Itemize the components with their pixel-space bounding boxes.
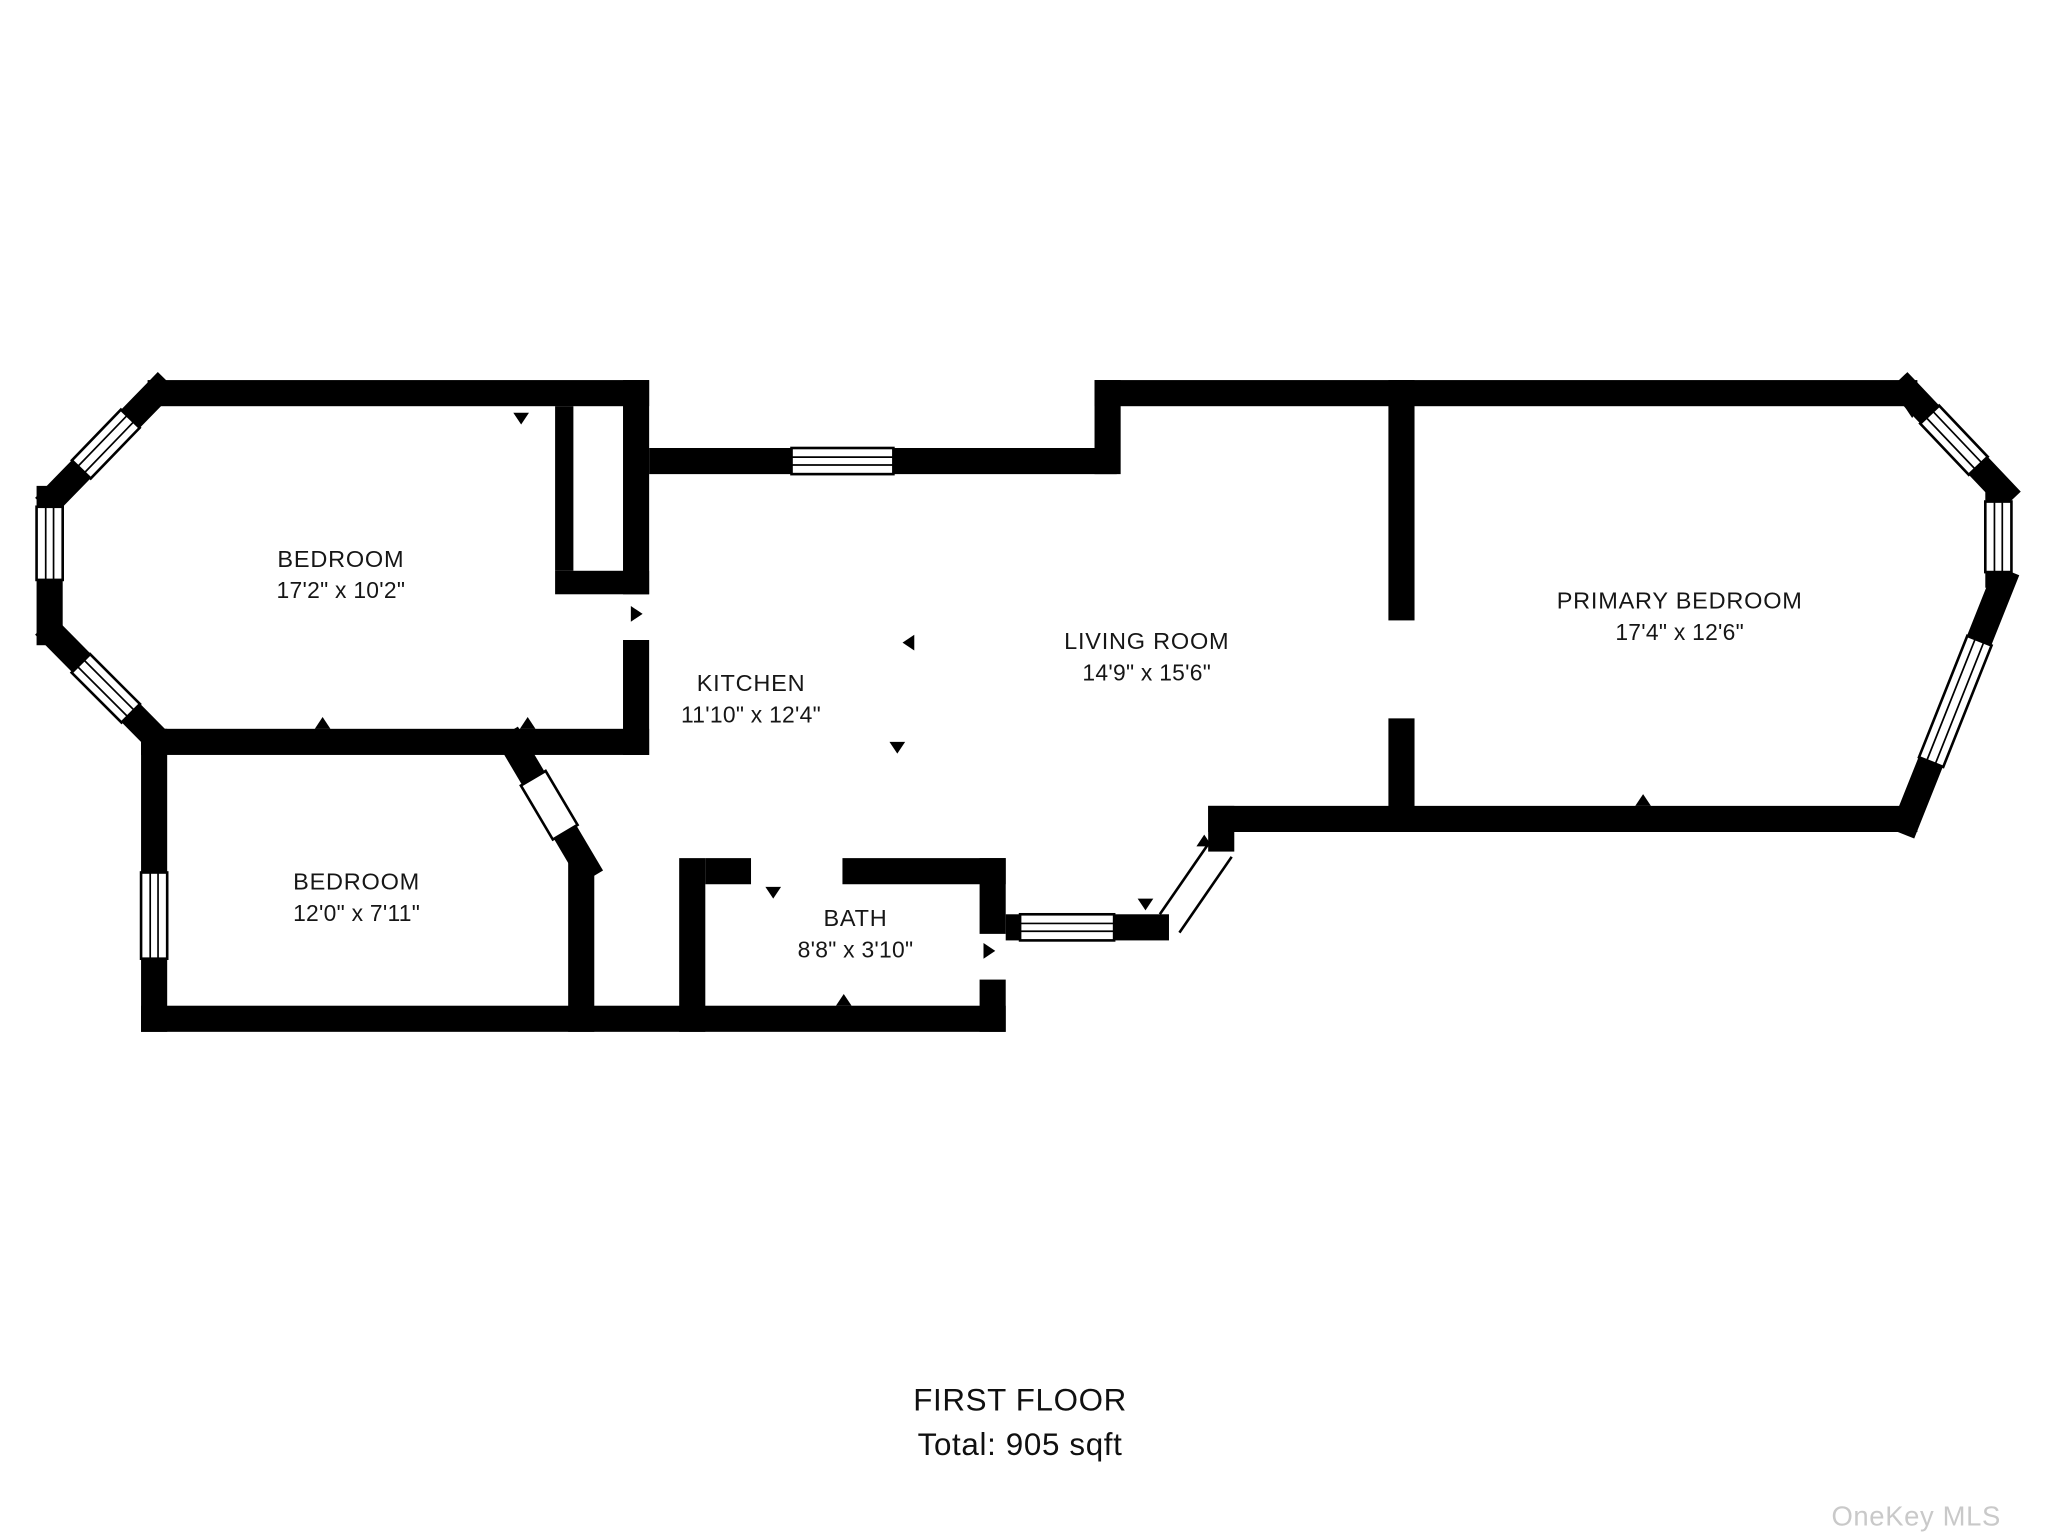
door-marker bbox=[889, 741, 906, 754]
room-label-bedroom-bottom-left: BEDROOM bbox=[293, 868, 420, 894]
room-labels: BEDROOM 17'2" x 10'2" BEDROOM 12'0" x 7'… bbox=[277, 546, 1803, 963]
room-dims-living-room: 14'9" x 15'6" bbox=[1082, 659, 1211, 685]
windows bbox=[35, 403, 2013, 960]
total-sqft: Total: 905 sqft bbox=[918, 1427, 1123, 1462]
door-marker bbox=[1904, 406, 1920, 418]
door-marker bbox=[1400, 603, 1412, 620]
door-marker bbox=[630, 606, 643, 622]
room-label-kitchen: KITCHEN bbox=[697, 670, 806, 696]
floor-title: FIRST FLOOR bbox=[913, 1383, 1127, 1418]
door-marker bbox=[314, 717, 331, 729]
door-marker bbox=[983, 943, 996, 959]
window bbox=[1917, 634, 1994, 769]
room-label-bath: BATH bbox=[823, 905, 887, 931]
wall bbox=[141, 728, 650, 755]
door-opening bbox=[519, 769, 580, 842]
wall bbox=[555, 406, 574, 571]
door-marker bbox=[765, 886, 782, 899]
door-marker bbox=[519, 717, 536, 729]
wall bbox=[705, 858, 752, 885]
window bbox=[1918, 403, 1990, 477]
wall bbox=[623, 640, 650, 755]
window bbox=[790, 446, 895, 476]
wall bbox=[842, 858, 1006, 885]
room-dims-primary-bedroom: 17'4" x 12'6" bbox=[1615, 619, 1744, 645]
window bbox=[139, 871, 169, 960]
wall bbox=[679, 858, 706, 1032]
door-marker bbox=[513, 412, 529, 425]
door-marker bbox=[1635, 794, 1651, 806]
window bbox=[1984, 500, 2013, 574]
wall bbox=[979, 858, 1006, 934]
room-label-living-room: LIVING ROOM bbox=[1064, 628, 1229, 654]
wall bbox=[147, 380, 650, 407]
wall bbox=[1388, 380, 1415, 621]
window bbox=[69, 652, 142, 725]
window bbox=[1018, 912, 1116, 942]
wall bbox=[1094, 380, 1918, 407]
door-opening bbox=[1158, 837, 1214, 916]
wall bbox=[623, 380, 650, 595]
footer: FIRST FLOOR Total: 905 sqft bbox=[913, 1383, 1127, 1462]
door-marker bbox=[902, 634, 915, 651]
room-dims-bath: 8'8" x 3'10" bbox=[798, 936, 914, 962]
door-marker bbox=[835, 993, 852, 1006]
door-opening bbox=[1178, 856, 1233, 934]
room-dims-kitchen: 11'10" x 12'4" bbox=[681, 701, 821, 727]
window bbox=[35, 505, 64, 582]
door-marker bbox=[1137, 898, 1154, 911]
watermark: OneKey MLS bbox=[1831, 1501, 2001, 1532]
door-marker bbox=[1196, 834, 1213, 847]
wall bbox=[1208, 805, 1235, 852]
room-dims-bedroom-top-left: 17'2" x 10'2" bbox=[277, 577, 406, 603]
wall bbox=[979, 979, 1006, 1032]
room-label-bedroom-top-left: BEDROOM bbox=[277, 546, 404, 572]
door-markers bbox=[314, 406, 1920, 1006]
door-openings bbox=[519, 769, 1233, 934]
room-label-primary-bedroom: PRIMARY BEDROOM bbox=[1557, 588, 1803, 614]
wall bbox=[1208, 805, 1918, 832]
window bbox=[70, 407, 142, 481]
wall bbox=[568, 858, 595, 1032]
room-dims-bedroom-bottom-left: 12'0" x 7'11" bbox=[293, 900, 420, 926]
